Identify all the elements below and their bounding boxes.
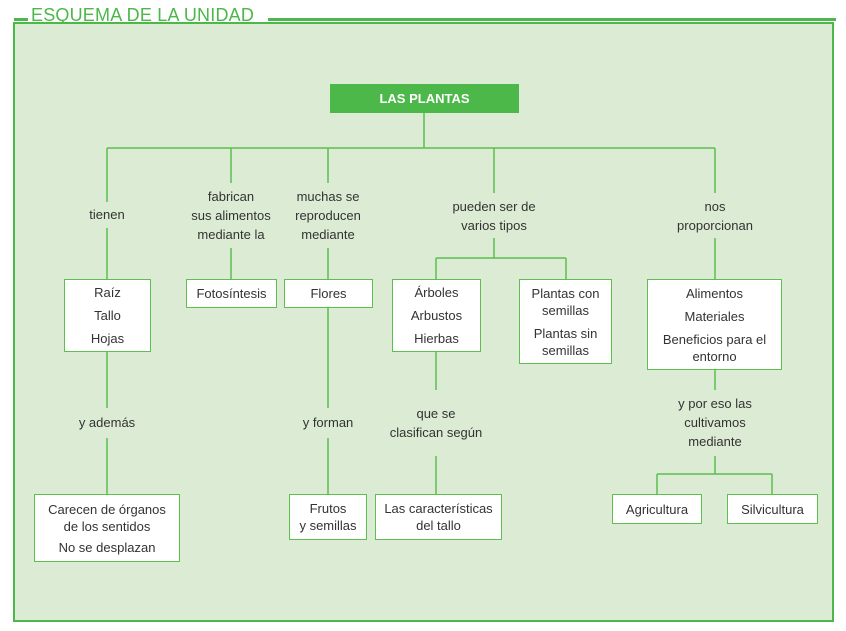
connector-proporcionan: nos proporcionan bbox=[677, 199, 753, 233]
box-flores: Flores bbox=[284, 279, 373, 308]
box-tipos-plantas: Árboles Arbustos Hierbas bbox=[392, 279, 481, 352]
box-partes-planta: Raíz Tallo Hojas bbox=[64, 279, 151, 352]
connector-reproducen: muchas se reproducen mediante bbox=[295, 189, 361, 242]
box-fotosintesis: Fotosíntesis bbox=[186, 279, 277, 308]
connector-tipos: pueden ser de varios tipos bbox=[452, 199, 536, 233]
box-silvicultura: Silvicultura bbox=[727, 494, 818, 524]
box-frutos: Frutos y semillas bbox=[289, 494, 367, 540]
box-semillas: Plantas con semillas Plantas sin semilla… bbox=[519, 279, 612, 364]
box-caracteristicas: Las características del tallo bbox=[375, 494, 502, 540]
box-organos: Carecen de órganos de los sentidos No se… bbox=[34, 494, 180, 562]
connector-forman: y forman bbox=[302, 415, 354, 430]
box-agricultura: Agricultura bbox=[612, 494, 702, 524]
root-node-las-plantas: LAS PLANTAS bbox=[330, 84, 519, 113]
header-accent bbox=[14, 18, 28, 21]
box-beneficios: Alimentos Materiales Beneficios para el … bbox=[647, 279, 782, 370]
connector-ademas: y además bbox=[78, 415, 136, 430]
connector-tienen: tienen bbox=[89, 207, 125, 222]
connector-cultivamos: y por eso las cultivamos mediante bbox=[678, 396, 752, 449]
connector-fabrican: fabrican sus alimentos mediante la bbox=[191, 189, 271, 242]
unit-scheme-title: ESQUEMA DE LA UNIDAD bbox=[31, 4, 261, 26]
connector-clasifican: que se clasifican según bbox=[389, 406, 483, 440]
header-rule bbox=[268, 18, 836, 21]
